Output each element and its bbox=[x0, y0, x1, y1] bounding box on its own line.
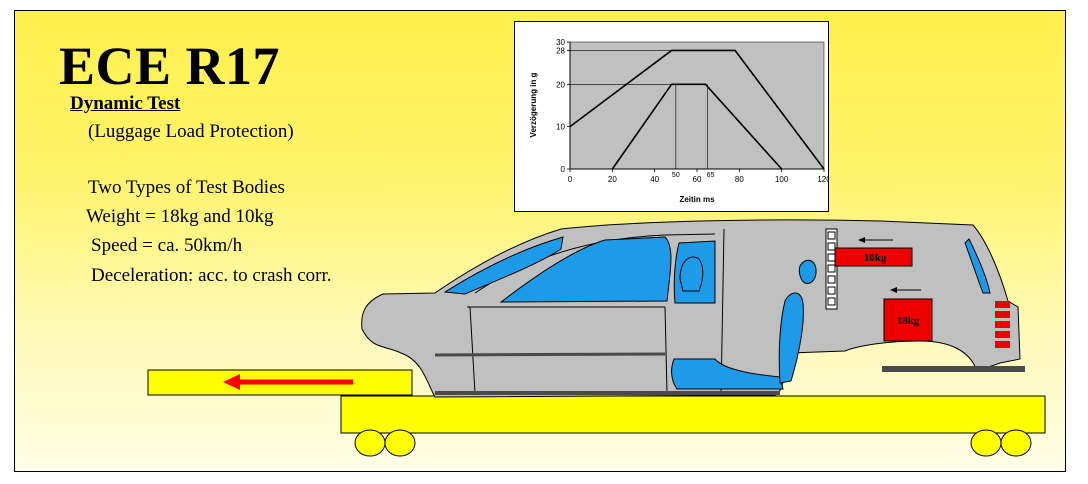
slide-subtitle: Dynamic Test bbox=[70, 93, 181, 114]
sled-wheels bbox=[354, 429, 1032, 457]
y-tick-label: 0 bbox=[561, 165, 566, 174]
crash-sled-scene: 10kg 18kg bbox=[147, 219, 1046, 457]
car-seats bbox=[671, 256, 817, 390]
x-tick-label: 65 bbox=[707, 172, 715, 179]
spec-speed: Speed = ca. 50km/h bbox=[91, 235, 243, 256]
x-tick-label: 50 bbox=[672, 172, 680, 179]
plot-area bbox=[569, 41, 825, 170]
slide: ECE R17 Dynamic Test (Luggage Load Prote… bbox=[14, 10, 1066, 472]
motion-arrow-icon bbox=[223, 374, 353, 390]
x-axis-title: Zeitin ms bbox=[679, 195, 715, 204]
x-tick-label: 60 bbox=[693, 175, 702, 184]
slide-title: ECE R17 bbox=[59, 36, 281, 96]
x-tick-label: 20 bbox=[608, 175, 617, 184]
slide-subtitle-secondary: (Luggage Load Protection) bbox=[88, 121, 294, 142]
y-tick-label: 28 bbox=[556, 46, 565, 55]
y-tick-label: 30 bbox=[556, 38, 565, 47]
spec-deceleration: Deceleration: acc. to crash corr. bbox=[91, 265, 332, 286]
spec-test-bodies: Two Types of Test Bodies bbox=[88, 177, 285, 198]
y-tick-label: 10 bbox=[556, 123, 565, 132]
strap-column bbox=[825, 228, 838, 310]
load-10kg: 10kg bbox=[834, 237, 913, 267]
load-18kg: 18kg bbox=[883, 287, 933, 342]
x-tick-label: 40 bbox=[650, 175, 659, 184]
series-line bbox=[611, 83, 783, 170]
car-windows bbox=[443, 236, 991, 304]
x-tick-label: 0 bbox=[568, 175, 573, 184]
x-tick-label: 100 bbox=[775, 175, 789, 184]
load-10kg-label: 10kg bbox=[864, 252, 887, 264]
spec-weight: Weight = 18kg and 10kg bbox=[86, 206, 274, 227]
load-18kg-label: 18kg bbox=[897, 315, 920, 327]
y-axis-title: Verzögerung in g bbox=[529, 72, 538, 137]
x-tick-label: 120 bbox=[817, 175, 828, 184]
series-line bbox=[569, 49, 825, 170]
x-tick-label: 80 bbox=[735, 175, 744, 184]
sled-platform bbox=[340, 395, 1046, 434]
y-tick-label: 20 bbox=[556, 80, 565, 89]
